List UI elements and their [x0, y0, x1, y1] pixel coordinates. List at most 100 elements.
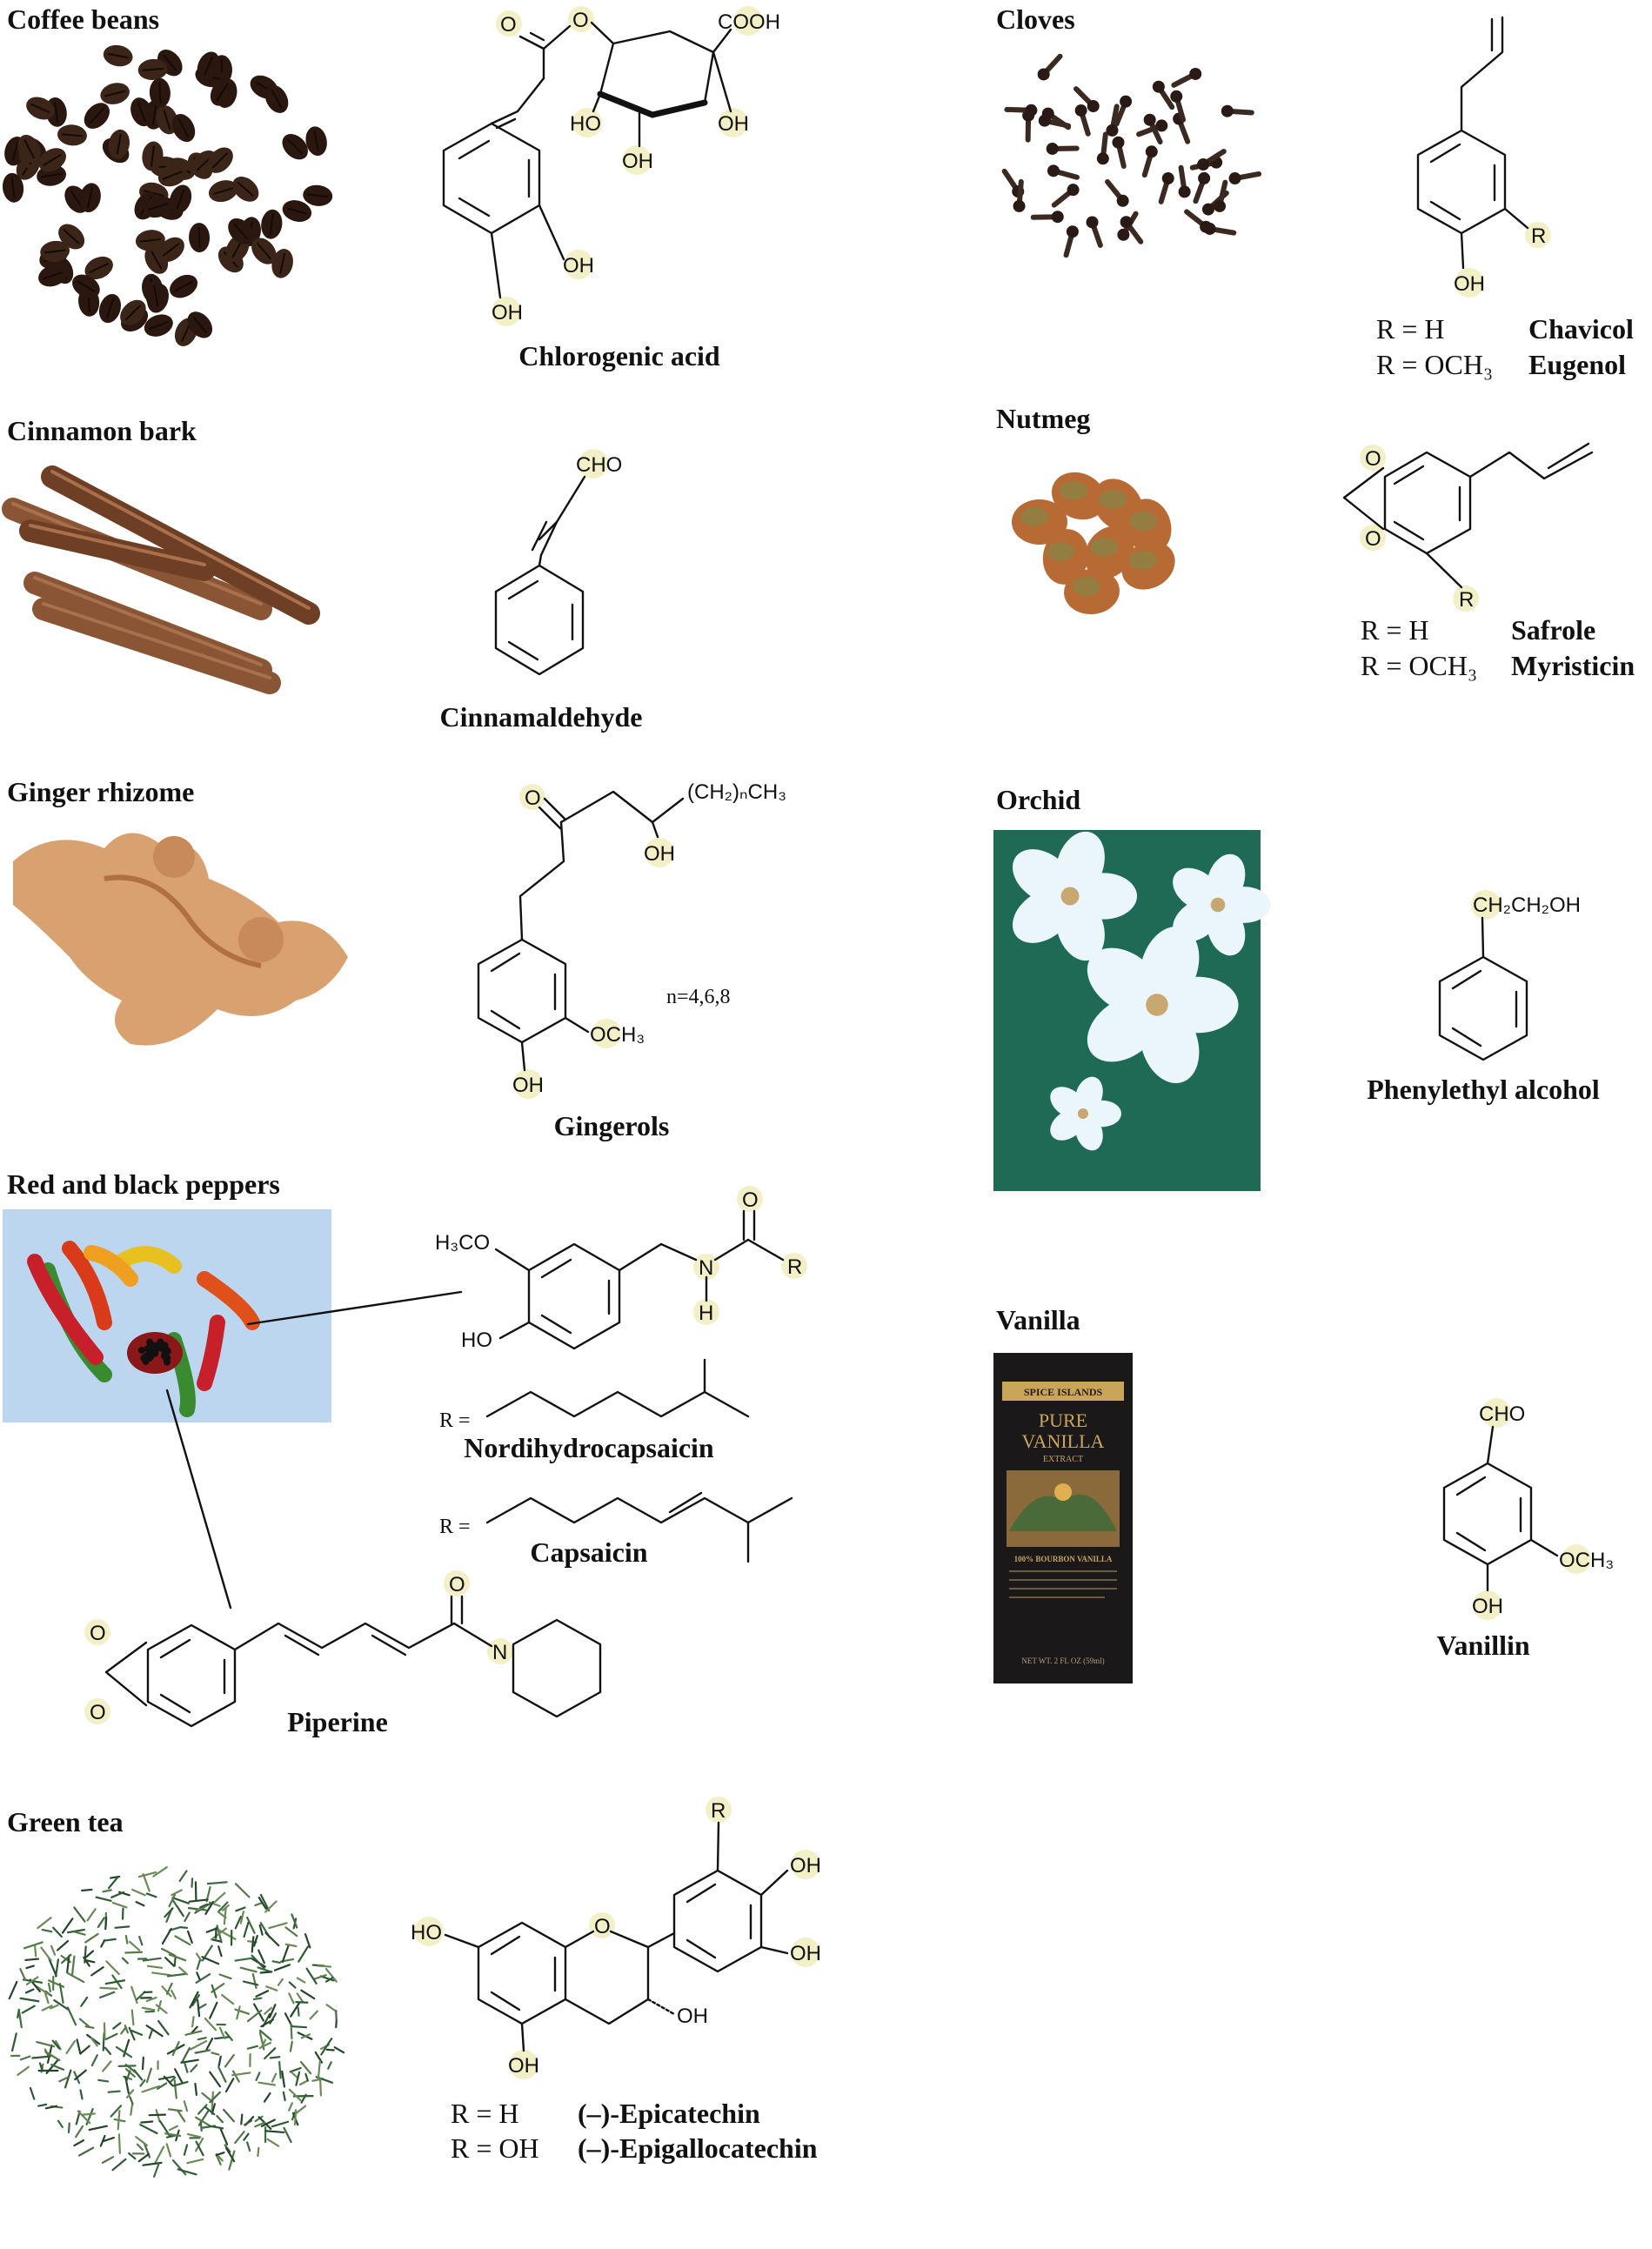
catechin-structure: R OH OH HO O OH OH — [411, 1797, 821, 2079]
greentea-title: Green tea — [7, 1806, 124, 1837]
r-line: R = OCH₃ — [1376, 349, 1493, 380]
vanilla-extract-box-image: SPICE ISLANDS PURE VANILLA EXTRACT 100% … — [993, 1353, 1133, 1683]
atom-label: H — [699, 1302, 713, 1325]
atom-label: HO — [411, 1921, 442, 1944]
coffee-beans-image — [2, 44, 333, 346]
orchid-panel: Orchid CH₂CH₂OH Phenylethyl alcohol — [993, 784, 1600, 1191]
r-line: R = H — [451, 2098, 519, 2129]
epicatechin-name: (–)-Epicatechin — [578, 2098, 760, 2129]
atom-label: OH — [1472, 1595, 1503, 1618]
r-line: R = OH — [451, 2132, 539, 2164]
r-line: R = H — [1361, 614, 1429, 646]
atom-label: OH — [644, 842, 675, 866]
atom-label: OH — [1454, 272, 1485, 296]
atom-label: R — [1531, 224, 1546, 248]
phenylethyl-alcohol-structure: CH₂CH₂OH — [1438, 890, 1581, 1061]
atom-label: HO — [570, 112, 601, 136]
ginger-panel: Ginger rhizome O (CH₂)ₙCH₃ OH OCH₃ OH n=… — [7, 776, 786, 1141]
atom-label: O — [500, 13, 517, 37]
r-line: R = H — [1376, 313, 1445, 345]
atom-label: OH — [790, 1854, 821, 1878]
atom-label: OH — [718, 112, 749, 136]
atom-label: O — [1365, 447, 1381, 471]
atom-label: OH — [677, 2005, 708, 2028]
phenylethyl-alcohol-name: Phenylethyl alcohol — [1367, 1074, 1600, 1105]
atom-label: O — [572, 9, 589, 32]
atom-label: (CH₂)ₙCH₃ — [687, 780, 786, 804]
vanilla-title: Vanilla — [996, 1304, 1080, 1335]
atom-label: H₃CO — [435, 1231, 490, 1255]
chavicol-name: Chavicol — [1528, 313, 1634, 345]
cinnamon-panel: Cinnamon bark CHO Cinnamaldehyde — [2, 415, 643, 733]
safrole-structure: O O R — [1342, 442, 1594, 612]
atom-label: CHO — [1479, 1402, 1525, 1426]
cinnamon-bark-image — [2, 465, 320, 694]
capsaicin-name: Capsaicin — [530, 1536, 647, 1568]
ginger-rhizome-image — [13, 833, 348, 1046]
atom-label: O — [742, 1188, 759, 1212]
atom-label: CH₂CH₂OH — [1473, 894, 1581, 917]
eugenol-name: Eugenol — [1528, 349, 1626, 380]
nordihydrocapsaicin-r-group: R = — [439, 1358, 750, 1432]
piperine-structure: O O O N — [84, 1570, 602, 1728]
chlorogenic-acid-structure: O O COOH HO OH OH OH OH — [442, 6, 780, 326]
atom-label: OCH₃ — [1559, 1549, 1614, 1572]
cloves-title: Cloves — [996, 3, 1075, 35]
atom-label: OCH₃ — [590, 1023, 645, 1047]
cinnamon-title: Cinnamon bark — [7, 415, 197, 446]
safrole-name: Safrole — [1511, 614, 1595, 646]
svg-text:NET WT. 2 FL OZ (59ml): NET WT. 2 FL OZ (59ml) — [1021, 1657, 1104, 1665]
atom-label: OH — [508, 2054, 539, 2078]
nutmeg-image — [1012, 472, 1175, 615]
myristicin-name: Myristicin — [1511, 650, 1635, 681]
peppers-panel: Red and black peppers H₃CO HO N H — [3, 1168, 807, 1610]
atom-label: OH — [492, 301, 523, 325]
orchid-image — [993, 830, 1271, 1191]
epigallocatechin-name: (–)-Epigallocatechin — [578, 2132, 818, 2164]
n-values-note: n=4,6,8 — [666, 986, 731, 1008]
svg-text:100% BOURBON VANILLA: 100% BOURBON VANILLA — [1014, 1555, 1113, 1563]
pointer-line — [165, 1389, 232, 1610]
cloves-panel: Cloves R OH R = H Chavicol R = OCH₃ Euge… — [996, 3, 1634, 380]
atom-label: O — [90, 1622, 106, 1645]
atom-label: O — [90, 1701, 106, 1724]
atom-label: CHO — [576, 453, 622, 477]
vanilla-panel: Vanilla SPICE ISLANDS PURE VANILLA EXTRA… — [993, 1304, 1614, 1683]
atom-label: HO — [461, 1329, 492, 1352]
atom-label: OH — [790, 1942, 821, 1965]
r-line: R = OCH₃ — [1361, 650, 1477, 681]
atom-label: R — [787, 1255, 802, 1279]
atom-label: OH — [622, 150, 653, 173]
piperine-name: Piperine — [287, 1706, 388, 1737]
atom-label: O — [525, 786, 541, 810]
atom-label: N — [699, 1256, 713, 1280]
atom-label: R — [711, 1799, 726, 1823]
nutmeg-title: Nutmeg — [996, 403, 1090, 434]
atom-label: O — [594, 1915, 611, 1938]
atom-label: O — [449, 1573, 465, 1596]
green-tea-image — [8, 1866, 345, 2178]
orchid-title: Orchid — [996, 784, 1080, 815]
coffee-panel: Coffee beans — [2, 3, 780, 371]
nutmeg-panel: Nutmeg O O R R = H Safrole R = OCH₃ Myri… — [996, 403, 1635, 681]
greentea-panel: Green tea — [7, 1797, 821, 2178]
svg-text:PURE: PURE — [1039, 1409, 1087, 1431]
svg-text:R =: R = — [439, 1409, 471, 1432]
nordihydrocapsaicin-name: Nordihydrocapsaicin — [464, 1432, 714, 1463]
peppers-title: Red and black peppers — [7, 1168, 280, 1200]
atom-label: R — [1459, 588, 1474, 612]
vanillin-structure: CHO OCH₃ OH — [1442, 1398, 1614, 1620]
atom-label: COOH — [718, 10, 780, 34]
atom-label: N — [492, 1641, 507, 1664]
chlorogenic-acid-name: Chlorogenic acid — [518, 340, 720, 371]
coffee-title: Coffee beans — [7, 3, 159, 35]
svg-text:VANILLA: VANILLA — [1022, 1430, 1105, 1452]
cinnamaldehyde-name: Cinnamaldehyde — [440, 701, 643, 733]
svg-text:EXTRACT: EXTRACT — [1043, 1455, 1083, 1464]
atom-label: OH — [512, 1074, 544, 1097]
svg-text:SPICE ISLANDS: SPICE ISLANDS — [1024, 1386, 1103, 1398]
gingerol-structure: O (CH₂)ₙCH₃ OH OCH₃ OH — [477, 780, 786, 1099]
vanillin-name: Vanillin — [1436, 1630, 1530, 1661]
pointer-line — [246, 1290, 463, 1326]
